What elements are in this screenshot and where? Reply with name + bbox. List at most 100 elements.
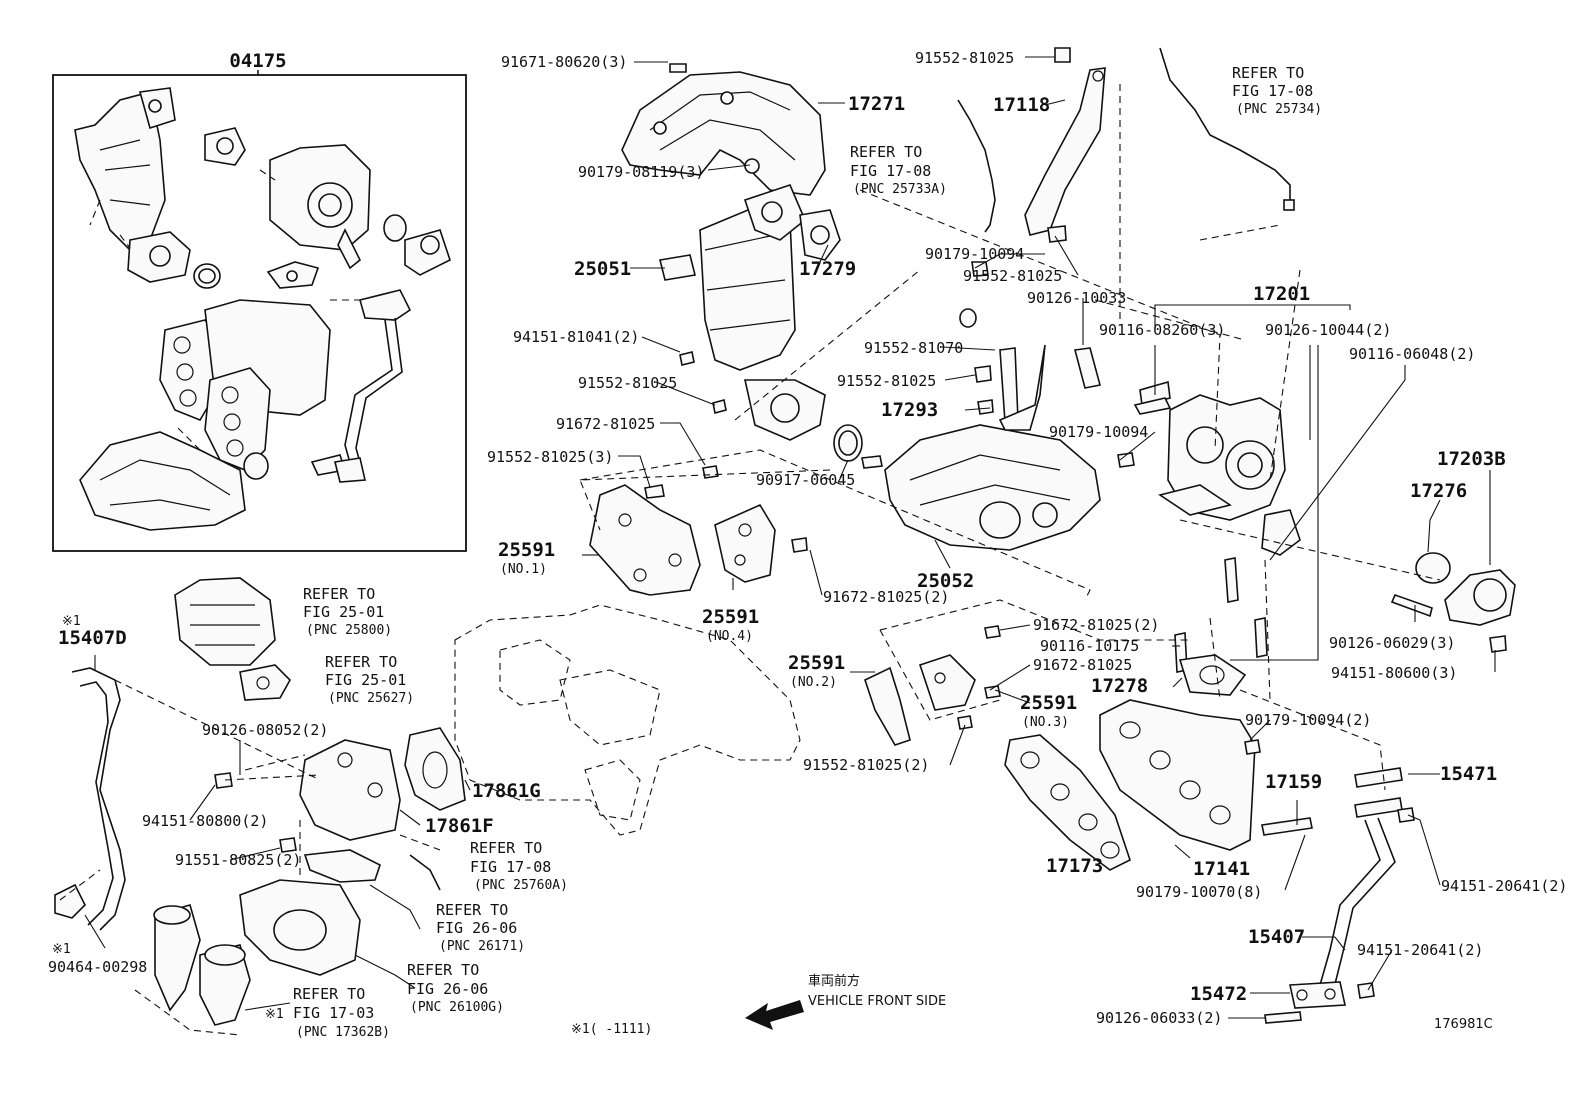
refer-note-25627: REFER TO FIG 25-01 (PNC 25627) <box>325 653 414 706</box>
svg-text:(PNC 17362B): (PNC 17362B) <box>296 1025 390 1040</box>
label-90126-06033: 90126-06033(2) <box>1096 1009 1222 1027</box>
label-25591-no2: 25591 <box>788 652 845 674</box>
label-90126-10033: 90126-10033 <box>1027 289 1126 307</box>
svg-text:(PNC 25734): (PNC 25734) <box>1236 102 1322 117</box>
svg-text:FIG 25-01: FIG 25-01 <box>325 671 406 689</box>
label-90126-10044: 90126-10044(2) <box>1265 321 1391 339</box>
kit-label: 04175 <box>229 50 286 72</box>
label-91552-81025-2: 91552-81025(2) <box>803 756 929 774</box>
refer-note-25733A: REFER TO FIG 17-08 (PNC 25733A) <box>850 143 947 197</box>
label-mark1-b: ※1 <box>52 942 71 957</box>
svg-text:FIG 25-01: FIG 25-01 <box>303 603 384 621</box>
label-17278: 17278 <box>1091 675 1148 697</box>
label-90126-06029: 90126-06029(3) <box>1329 634 1455 652</box>
oil-pipe-15407 <box>1264 767 1415 1024</box>
label-91552-81025: 91552-81025 <box>578 374 677 392</box>
footnote-range: ※1( -1111) <box>571 1022 652 1037</box>
svg-text:(PNC 25760A): (PNC 25760A) <box>474 878 568 893</box>
vehicle-front-arrow-icon <box>745 1000 804 1030</box>
refer-notes: REFER TO FIG 17-08 (PNC 25734) REFER TO … <box>293 64 1322 1040</box>
svg-text:(PNC 25733A): (PNC 25733A) <box>853 182 947 197</box>
label-90464-00298: 90464-00298 <box>48 958 147 976</box>
svg-text:REFER TO: REFER TO <box>325 653 397 671</box>
gasket-kit-box: 04175 <box>52 50 467 552</box>
label-90917-06045: 90917-06045 <box>756 471 855 489</box>
turbo-outlet-elbow <box>1390 552 1516 653</box>
label-94151-81041: 94151-81041(2) <box>513 328 639 346</box>
svg-text:(PNC 25800): (PNC 25800) <box>306 623 392 638</box>
label-94151-80600: 94151-80600(3) <box>1331 664 1457 682</box>
svg-text:REFER TO: REFER TO <box>303 585 375 603</box>
refer-note-17362B: REFER TO FIG 17-03 (PNC 17362B) <box>293 985 390 1040</box>
label-17276: 17276 <box>1410 480 1467 502</box>
label-17173: 17173 <box>1046 855 1103 877</box>
label-90126-08052: 90126-08052(2) <box>202 721 328 739</box>
svg-text:FIG 26-06: FIG 26-06 <box>407 980 488 998</box>
label-mark1-a: ※1 <box>62 614 81 629</box>
svg-text:REFER TO: REFER TO <box>470 839 542 857</box>
label-25591-no1: 25591 <box>498 539 555 561</box>
label-94151-20641-b: 94151-20641(2) <box>1357 941 1483 959</box>
water-outlet-17861F <box>214 727 466 976</box>
cylinder-head-outline <box>454 604 801 836</box>
label-17293: 17293 <box>881 399 938 421</box>
label-17861F: 17861F <box>425 815 494 837</box>
label-25591-no3: 25591 <box>1020 692 1077 714</box>
svg-text:REFER TO: REFER TO <box>436 901 508 919</box>
label-94151-20641-a: 94151-20641(2) <box>1441 877 1567 895</box>
part-labels: 91671-80620(3) 17271 90179-08119(3) 2505… <box>48 49 1567 1027</box>
refer-note-26171: REFER TO FIG 26-06 (PNC 26171) <box>436 901 525 954</box>
catalytic-converter-25051 <box>659 184 863 462</box>
direction-label-en: VEHICLE FRONT SIDE <box>808 994 946 1009</box>
svg-text:(PNC 26100G): (PNC 26100G) <box>410 1000 504 1015</box>
svg-text:FIG 17-08: FIG 17-08 <box>1232 82 1313 100</box>
label-15472: 15472 <box>1190 983 1247 1005</box>
refer-note-25800: REFER TO FIG 25-01 (PNC 25800) <box>303 585 392 638</box>
svg-text:REFER TO: REFER TO <box>850 143 922 161</box>
label-15407D: 15407D <box>58 627 127 649</box>
catalytic-converter-25052 <box>861 424 1101 551</box>
svg-text:(PNC 26171): (PNC 26171) <box>439 939 525 954</box>
label-15471: 15471 <box>1440 763 1497 785</box>
label-25051: 25051 <box>574 258 631 280</box>
label-17271: 17271 <box>848 93 905 115</box>
label-25591-no3-sub: (NO.3) <box>1022 715 1069 730</box>
label-90179-10070: 90179-10070(8) <box>1136 883 1262 901</box>
label-91672-81025-2: 91672-81025(2) <box>823 588 949 606</box>
diagram-id: 176981C <box>1434 1017 1493 1032</box>
label-91552-81025-b: 91552-81025 <box>963 267 1062 285</box>
heat-insulator-17271 <box>621 63 826 196</box>
egr-and-hoses <box>54 577 291 1026</box>
label-17141: 17141 <box>1193 858 1250 880</box>
label-25591-no4: 25591 <box>702 606 759 628</box>
svg-text:FIG 17-08: FIG 17-08 <box>470 858 551 876</box>
svg-text:FIG 17-08: FIG 17-08 <box>850 162 931 180</box>
svg-text:FIG 26-06: FIG 26-06 <box>436 919 517 937</box>
label-17279: 17279 <box>799 258 856 280</box>
direction-label-jp: 車両前方 <box>808 973 860 989</box>
label-90116-08260: 90116-08260(3) <box>1099 321 1225 339</box>
label-17203B: 17203B <box>1437 448 1506 470</box>
label-91551-80825: 91551-80825(2) <box>175 851 301 869</box>
stay-brackets <box>589 465 1001 746</box>
label-94151-80800: 94151-80800(2) <box>142 812 268 830</box>
label-91552-81025-3: 91552-81025(3) <box>487 448 613 466</box>
label-17861G: 17861G <box>472 780 541 802</box>
label-25052: 25052 <box>917 570 974 592</box>
sensor-wires <box>957 47 1295 233</box>
svg-text:FIG 17-03: FIG 17-03 <box>293 1004 374 1022</box>
svg-text:(PNC 25627): (PNC 25627) <box>328 691 414 706</box>
label-91671-80620: 91671-80620(3) <box>501 53 627 71</box>
label-17201: 17201 <box>1253 283 1310 305</box>
label-17118: 17118 <box>993 94 1050 116</box>
refer-note-26100G: REFER TO FIG 26-06 (PNC 26100G) <box>407 961 504 1015</box>
label-91672-81025: 91672-81025 <box>556 415 655 433</box>
label-25591-no1-sub: (NO.1) <box>500 562 547 577</box>
label-25591-no4-sub: (NO.4) <box>706 629 753 644</box>
label-mark1-c: ※1 <box>265 1007 284 1022</box>
label-90179-10094-a: 90179-10094 <box>925 245 1024 263</box>
label-91552-81025-top: 91552-81025 <box>915 49 1014 67</box>
refer-note-25734: REFER TO FIG 17-08 (PNC 25734) <box>1232 64 1322 117</box>
label-90116-06048: 90116-06048(2) <box>1349 345 1475 363</box>
